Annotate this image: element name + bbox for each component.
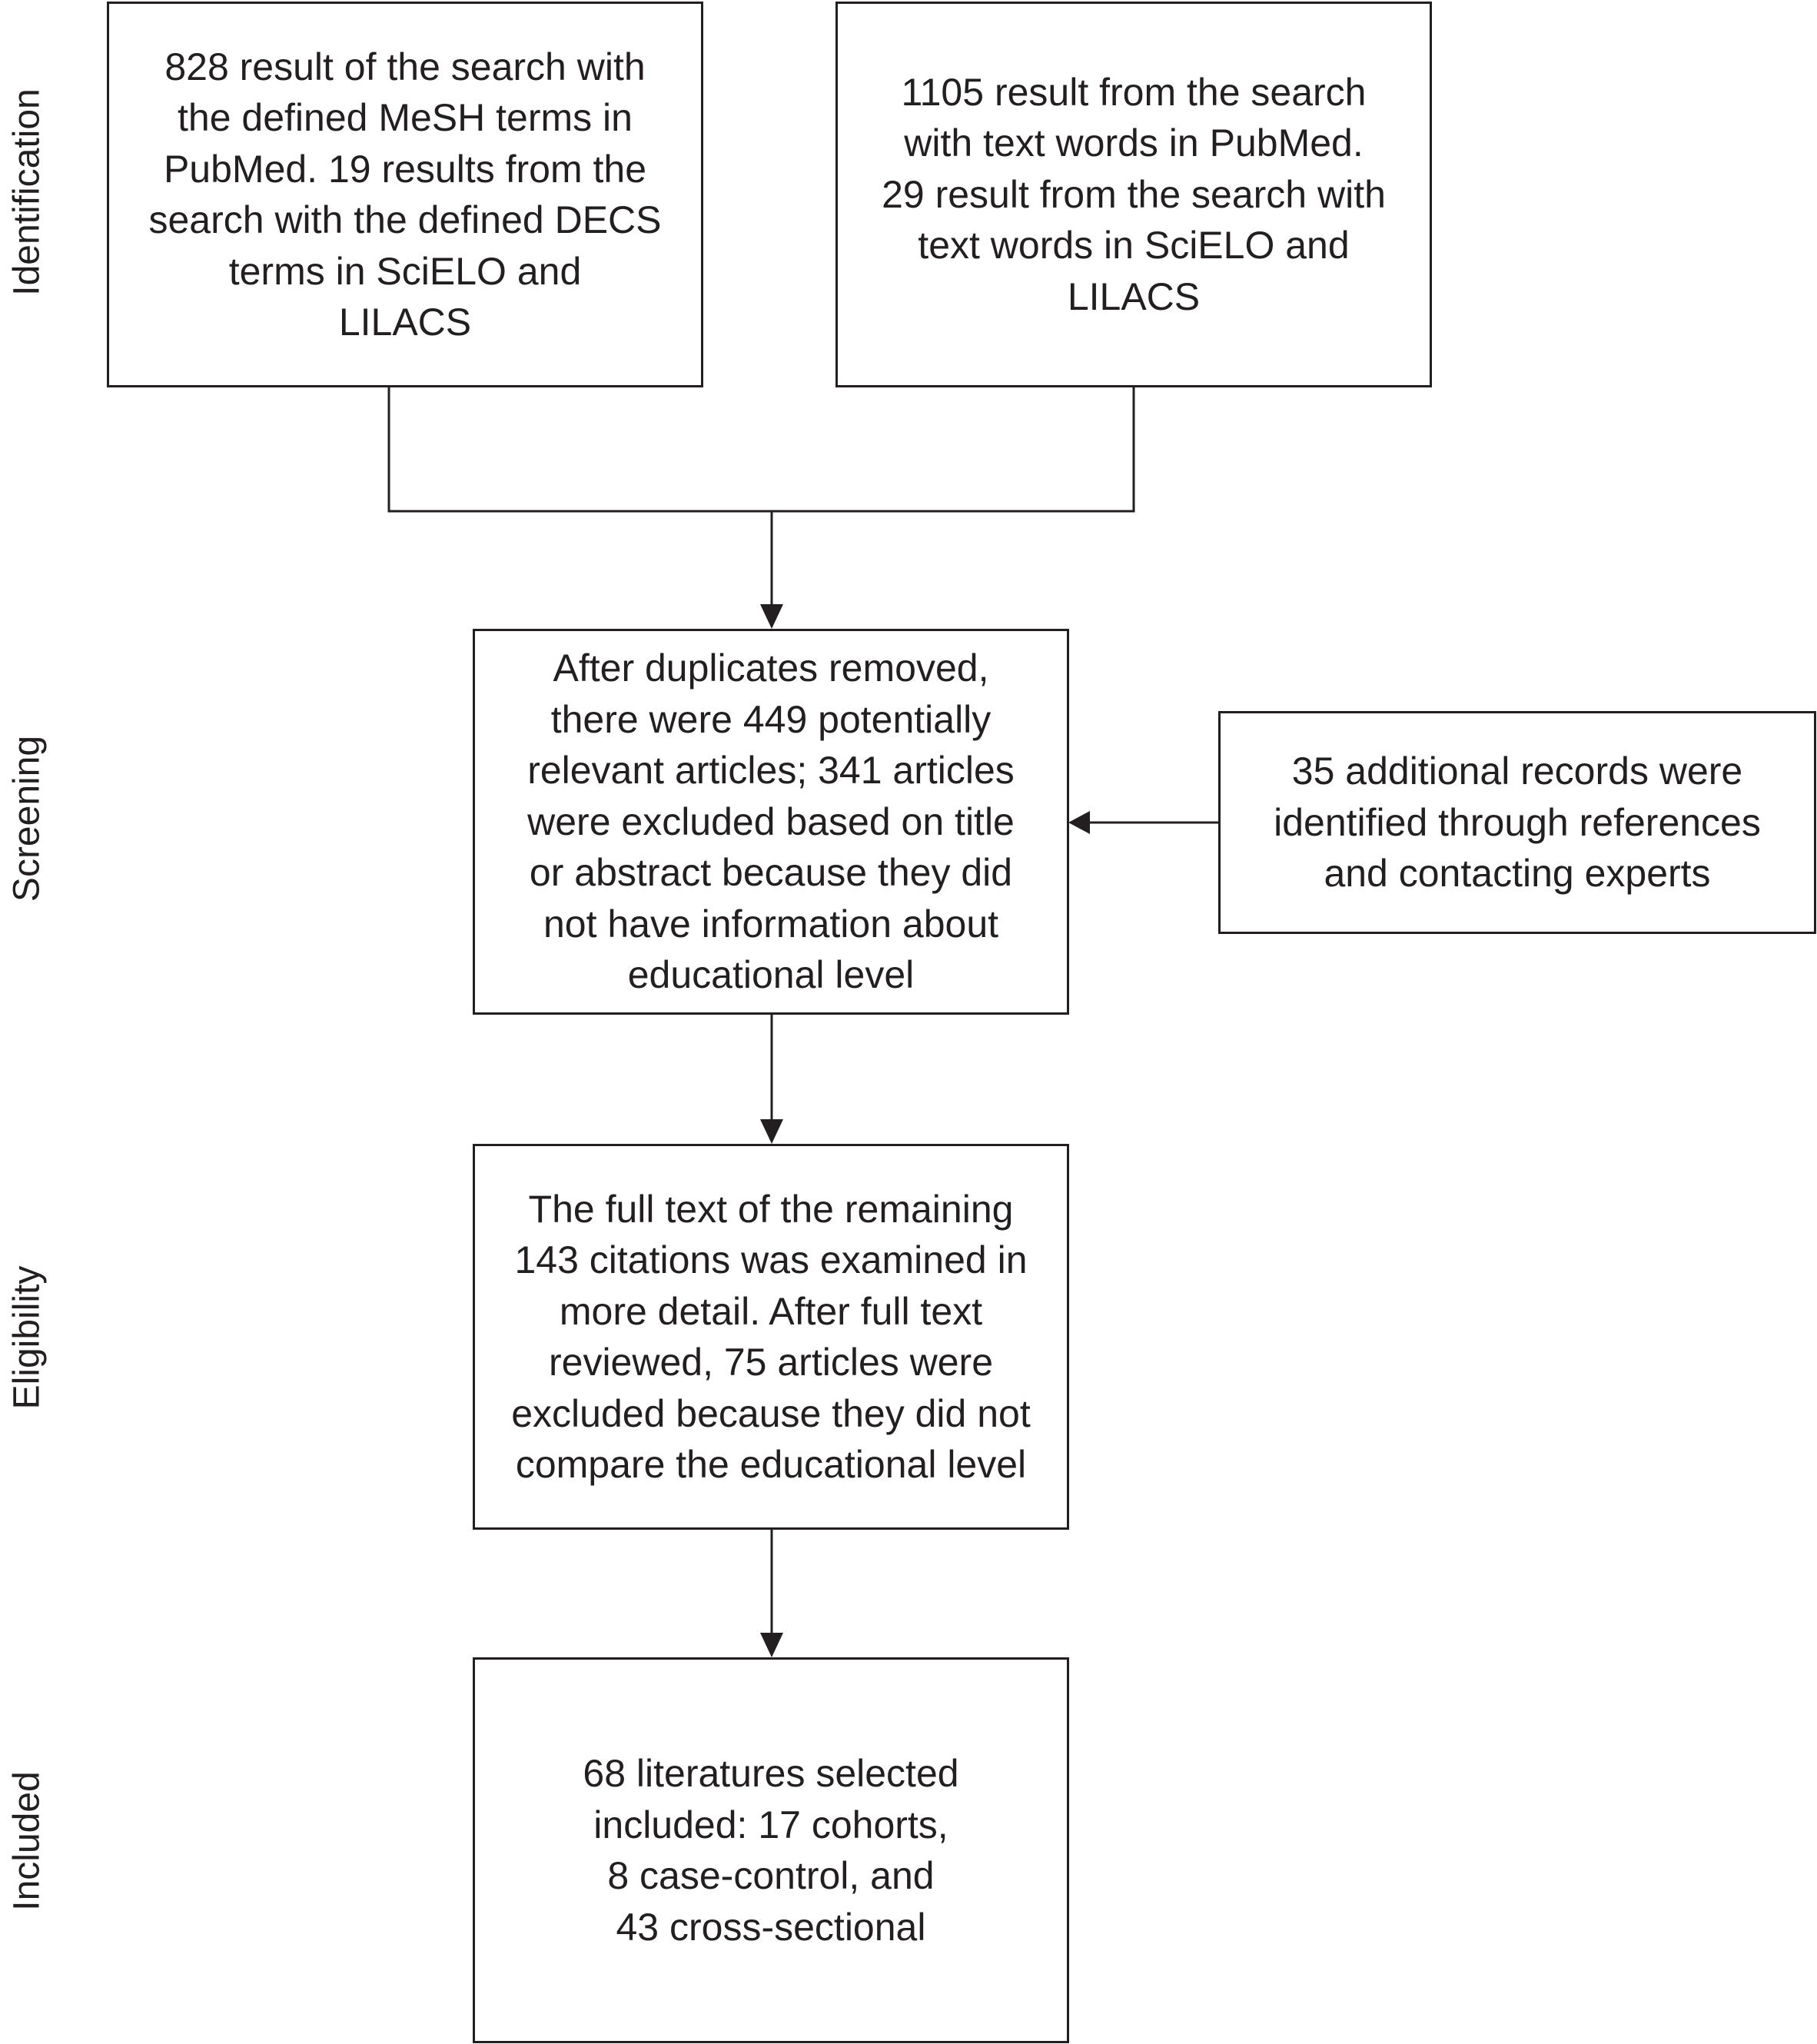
box-additional-records: 35 additional records were identified th… [1218,711,1816,934]
box-included: 68 literatures selected included: 17 coh… [473,1657,1069,2043]
arrowhead-additional-to-screening [1068,811,1090,834]
merge-line [387,387,1135,513]
box-eligibility-text: The full text of the remaining 143 citat… [511,1187,1031,1487]
box-text-search-text: 1105 result from the search with text wo… [882,70,1386,318]
box-additional-records-text: 35 additional records were identified th… [1274,749,1761,896]
box-text-search: 1105 result from the search with text wo… [835,2,1432,387]
box-eligibility: The full text of the remaining 143 citat… [473,1144,1069,1530]
box-included-text: 68 literatures selected included: 17 coh… [583,1752,959,1949]
box-mesh-search-text: 828 result of the search with the define… [148,45,662,344]
arrowhead-to-included [760,1633,783,1657]
arrowhead-to-eligibility [760,1119,783,1144]
arrowhead-to-screening [760,604,783,629]
box-screening-text: After duplicates removed, there were 449… [527,646,1015,997]
box-mesh-search: 828 result of the search with the define… [107,2,703,387]
box-screening: After duplicates removed, there were 449… [473,629,1069,1015]
